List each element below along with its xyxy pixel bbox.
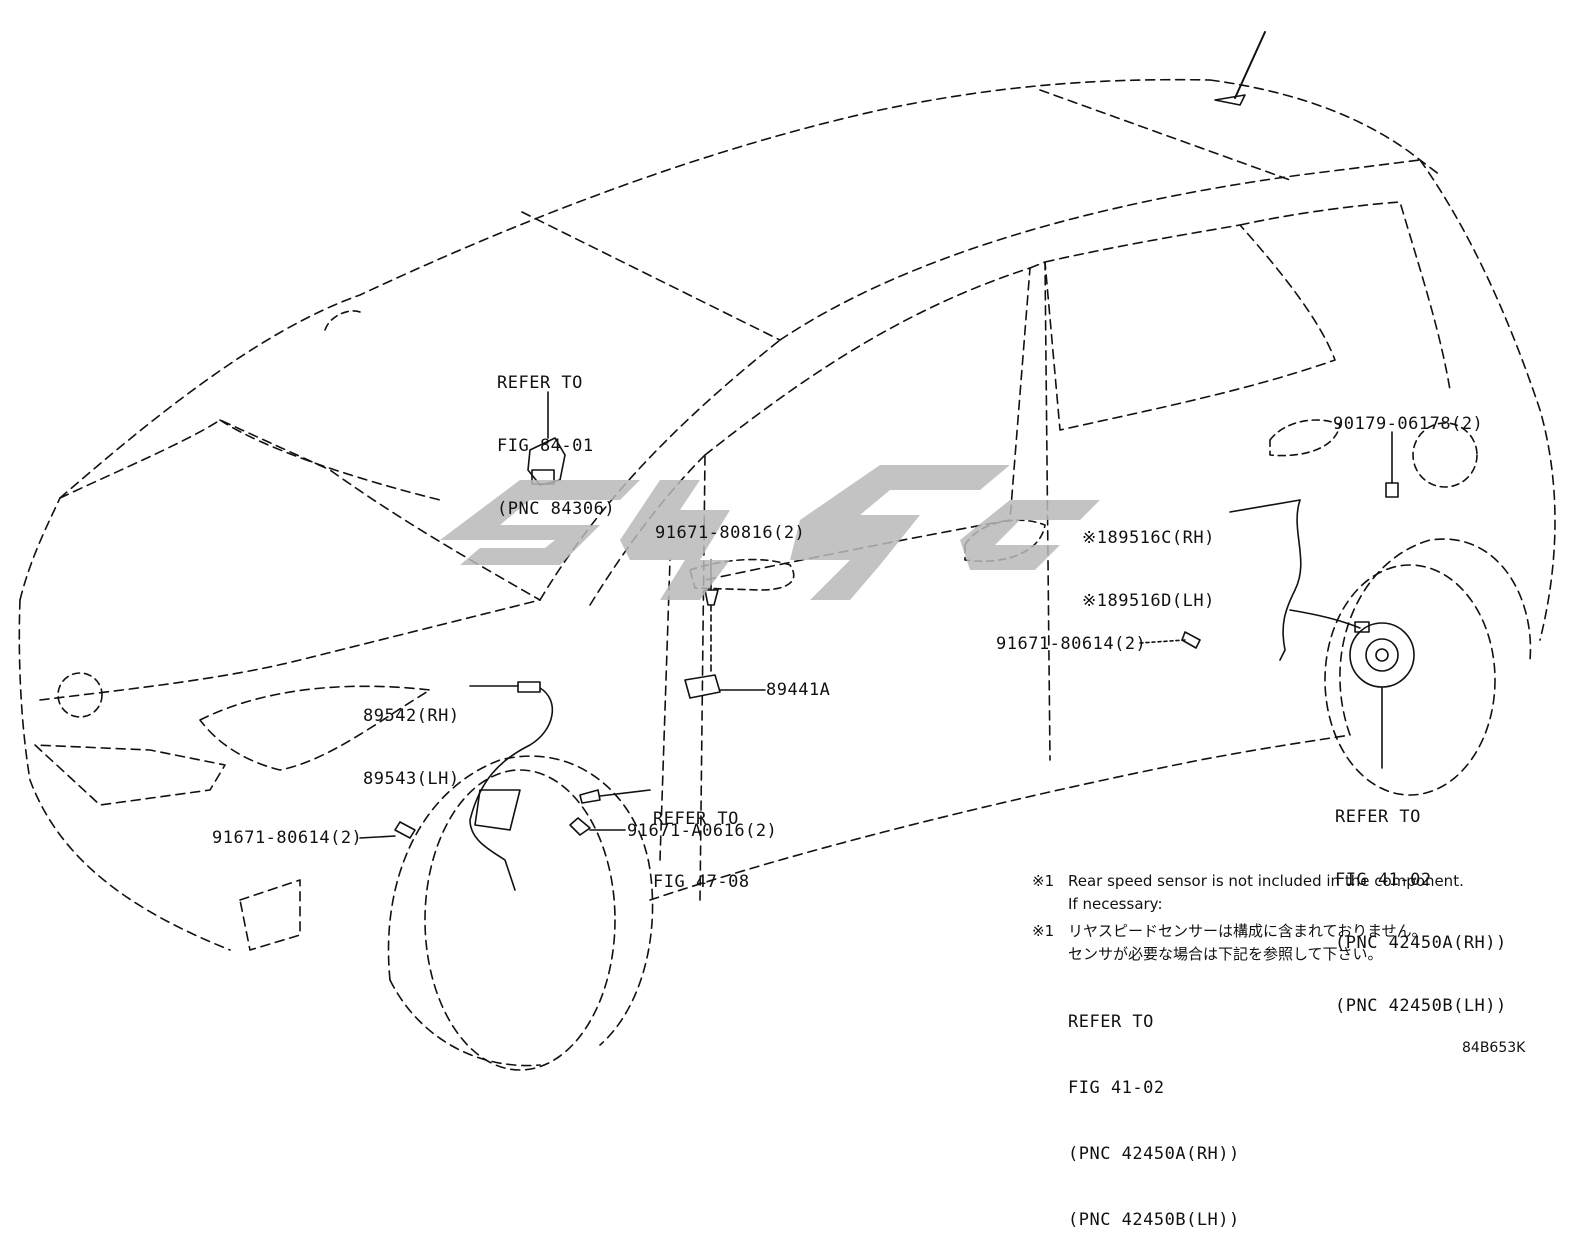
watermark-glyph-1 [440,480,640,565]
note-jp-mark: ※1 [1032,922,1055,940]
label-part-89441A: 89441A [766,680,831,700]
label-bolt-91671-80614-rear: 91671-80614(2) [996,634,1147,654]
figure-code: 84B653K [1462,1040,1526,1056]
label-refer-fig-47-08: REFER TO FIG 47-08 [653,809,750,892]
label-refer-fig-41-02: REFER TO FIG 41-02 (PNC 42450A(RH)) (PNC… [1335,807,1507,1016]
label-bolt-91671-80614-front: 91671-80614(2) [212,828,363,848]
car-body-outline [18,31,1556,1071]
note-en-mark: ※1 [1032,872,1055,890]
watermark-glyph-3 [790,465,1010,600]
note-jp-line1: リヤスピードセンサーは構成に含まれておりません。 [1068,922,1427,940]
label-rear-speed-sensor: ※189516C(RH) ※189516D(LH) [1082,528,1215,611]
label-bolt-91671-A0616: 91671-A0616(2) [627,821,778,841]
watermark [440,465,1100,600]
watermark-glyph-4 [960,500,1100,570]
label-bolt-91671-80816: 91671-80816(2) [655,523,806,543]
component-parts [359,391,1415,891]
car-parts-diagram [18,31,1556,1071]
label-bolt-90179: 90179-06178(2) [1333,414,1484,434]
watermark-glyph-2 [620,480,730,600]
label-refer-fig-84-01: REFER TO FIG 84-01 (PNC 84306) [497,373,616,519]
note-en-line1: Rear speed sensor is not included in the… [1068,872,1464,890]
note-refer-block: REFER TO FIG 41-02 (PNC 42450A(RH)) (PNC… [1068,1012,1240,1230]
note-en-line2: If necessary: [1068,895,1163,913]
label-front-speed-sensor: 89542(RH) 89543(LH) [363,706,460,789]
note-jp-line2: センサが必要な場合は下記を参照して下さい。 [1068,945,1383,963]
